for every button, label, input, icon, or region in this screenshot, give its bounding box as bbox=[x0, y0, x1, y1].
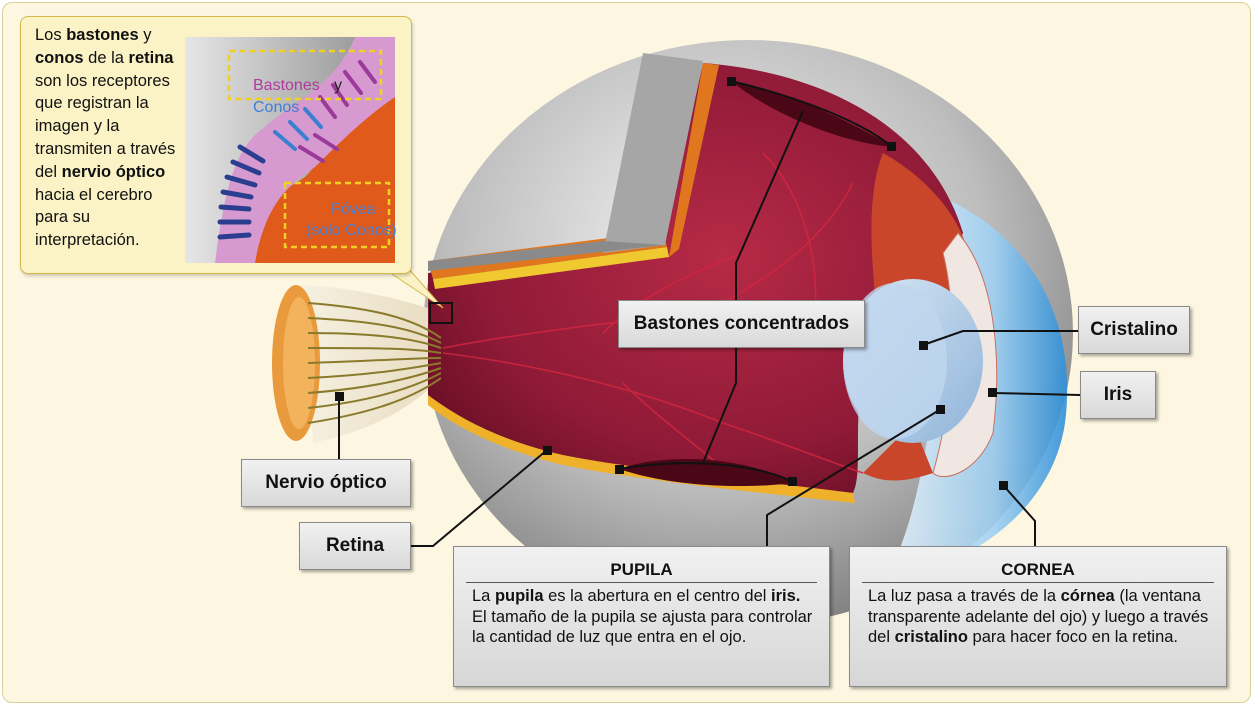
optic-nerve bbox=[303, 285, 443, 443]
cornea-body: La luz pasa a través de la córnea (la ve… bbox=[868, 587, 1209, 646]
retina-inset bbox=[185, 37, 395, 263]
pupila-infobox: PUPILA La pupila es la abertura en el ce… bbox=[453, 546, 830, 687]
inset-label-y: y bbox=[334, 77, 342, 94]
macula-bottom bbox=[619, 458, 793, 487]
label-bastones-concentrados: Bastones concentrados bbox=[618, 300, 865, 348]
eye-diagram bbox=[272, 40, 1081, 626]
inset-label-fovea: Fóvea bbox=[331, 201, 376, 218]
vertical-cut-face bbox=[603, 53, 703, 253]
inset-label-conos: Conos bbox=[253, 99, 300, 116]
cornea-title: CORNEA bbox=[862, 560, 1214, 583]
eye-interior bbox=[428, 63, 963, 493]
retina-zoom-box bbox=[429, 302, 453, 324]
nerve-fibers bbox=[307, 302, 442, 424]
label-cristalino: Cristalino bbox=[1078, 306, 1190, 354]
pupila-body: La pupila es la abertura en el centro de… bbox=[472, 587, 813, 646]
label-nervio-optico: Nervio óptico bbox=[241, 459, 411, 507]
leader-dots bbox=[335, 77, 1008, 490]
pupila-title: PUPILA bbox=[466, 560, 817, 583]
cornea-infobox: CORNEA La luz pasa a través de la córnea… bbox=[849, 546, 1227, 687]
label-retina: Retina bbox=[299, 522, 411, 570]
rods-cones-callout: Los bastones y conos de la retina son lo… bbox=[20, 16, 412, 274]
callout-text: Los bastones y conos de la retina son lo… bbox=[35, 26, 176, 250]
macula-top bbox=[731, 81, 893, 147]
inset-label-bastones: Bastones bbox=[253, 77, 320, 94]
label-iris: Iris bbox=[1080, 371, 1156, 419]
inset-label-solo-conos: (solo Conos) bbox=[306, 222, 397, 239]
leader-lines bbox=[338, 80, 1081, 550]
